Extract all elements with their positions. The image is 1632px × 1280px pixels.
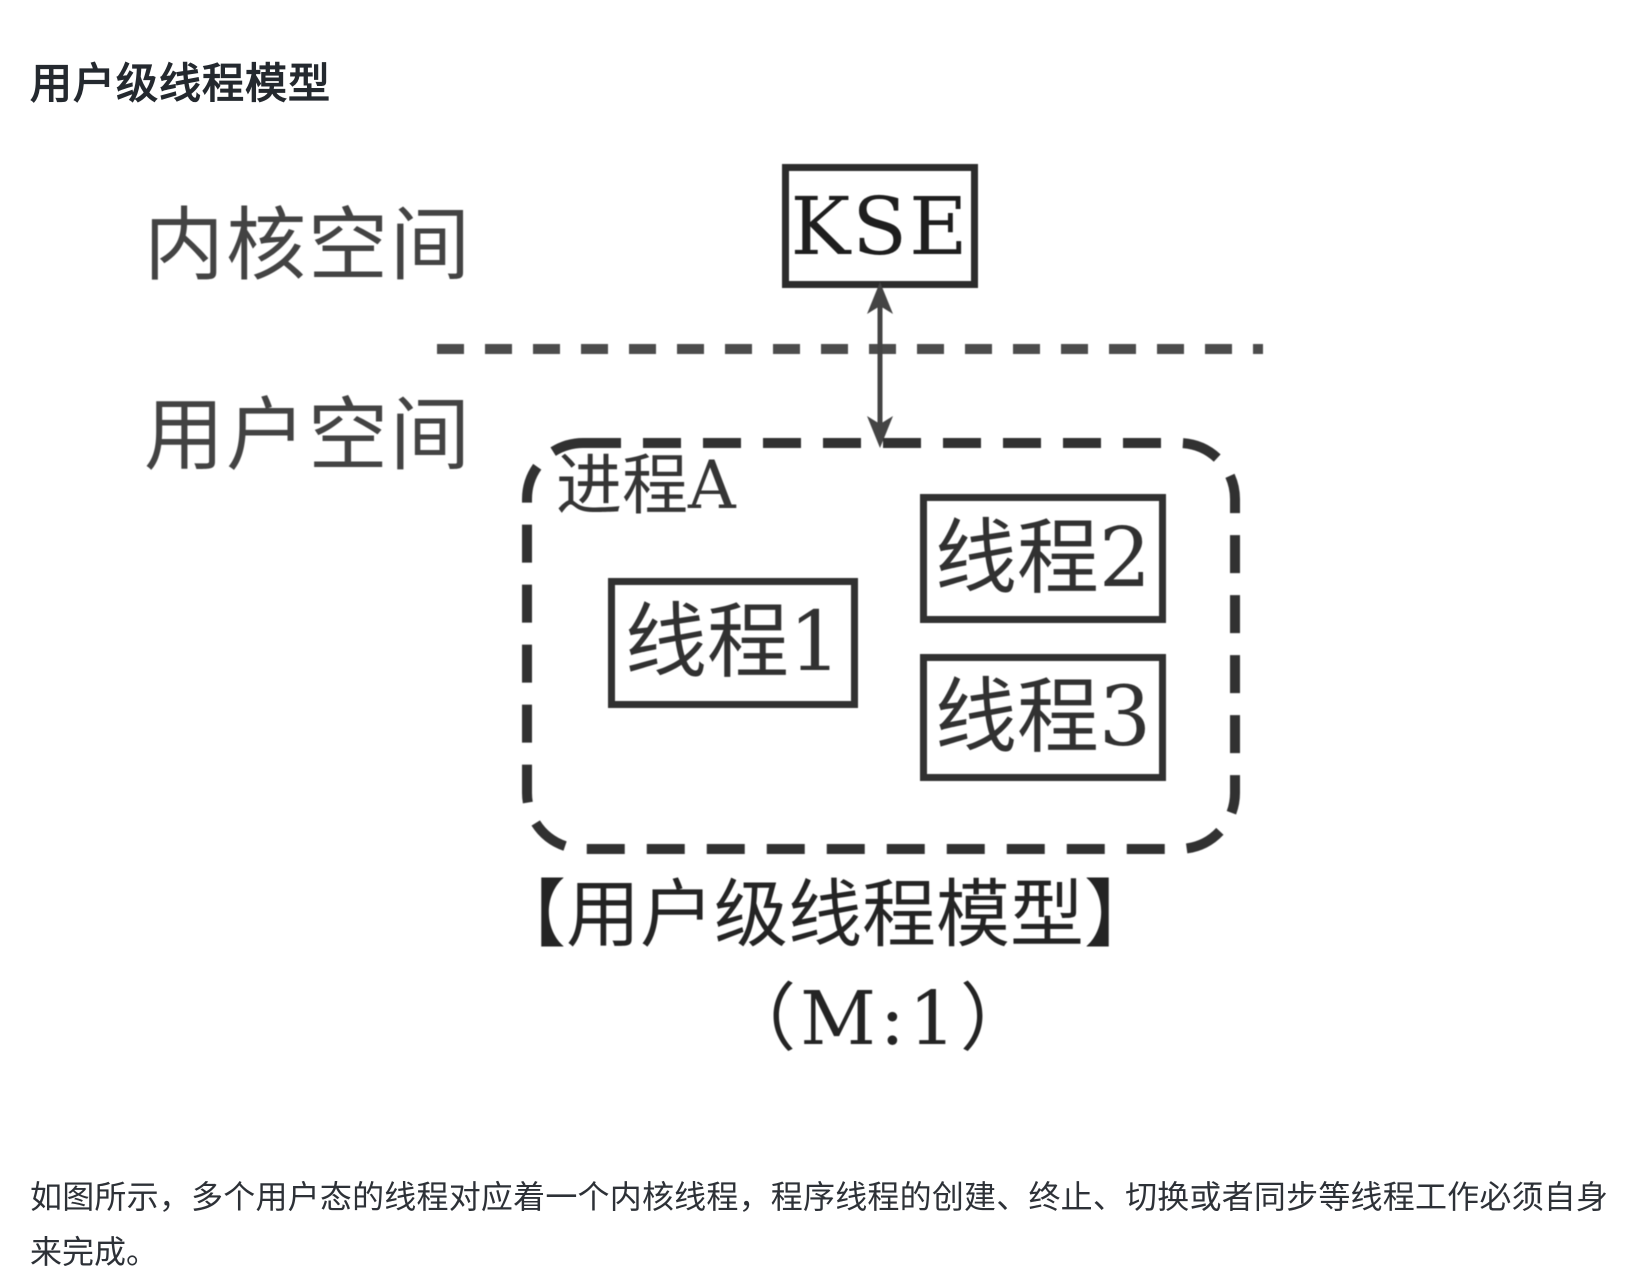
- double-arrow-icon: [867, 282, 893, 448]
- description-paragraph: 如图所示，多个用户态的线程对应着一个内核线程，程序线程的创建、终止、切换或者同步…: [30, 1179, 1608, 1271]
- figure-caption-title: 【用户级线程模型】: [492, 872, 1158, 958]
- thread-3-label: 线程3: [934, 669, 1152, 765]
- kse-label: KSE: [790, 179, 970, 273]
- figure-caption-ratio: （M:1）: [722, 976, 1038, 1062]
- process-dashed-border: [522, 438, 1240, 854]
- thread-3-box: 线程3: [920, 654, 1166, 781]
- page-title: 用户级线程模型: [30, 60, 332, 108]
- thread-2-label: 线程2: [934, 510, 1152, 606]
- user-space-label: 用户空间: [144, 389, 472, 482]
- thread-2-box: 线程2: [920, 494, 1166, 623]
- kernel-user-boundary-dashed-line: [437, 344, 1263, 354]
- thread-1-label: 线程1: [624, 595, 842, 690]
- kernel-space-label: 内核空间: [144, 199, 472, 292]
- thread-1-box: 线程1: [608, 578, 858, 708]
- process-label: 进程A: [556, 447, 736, 524]
- kse-box: KSE: [782, 164, 978, 288]
